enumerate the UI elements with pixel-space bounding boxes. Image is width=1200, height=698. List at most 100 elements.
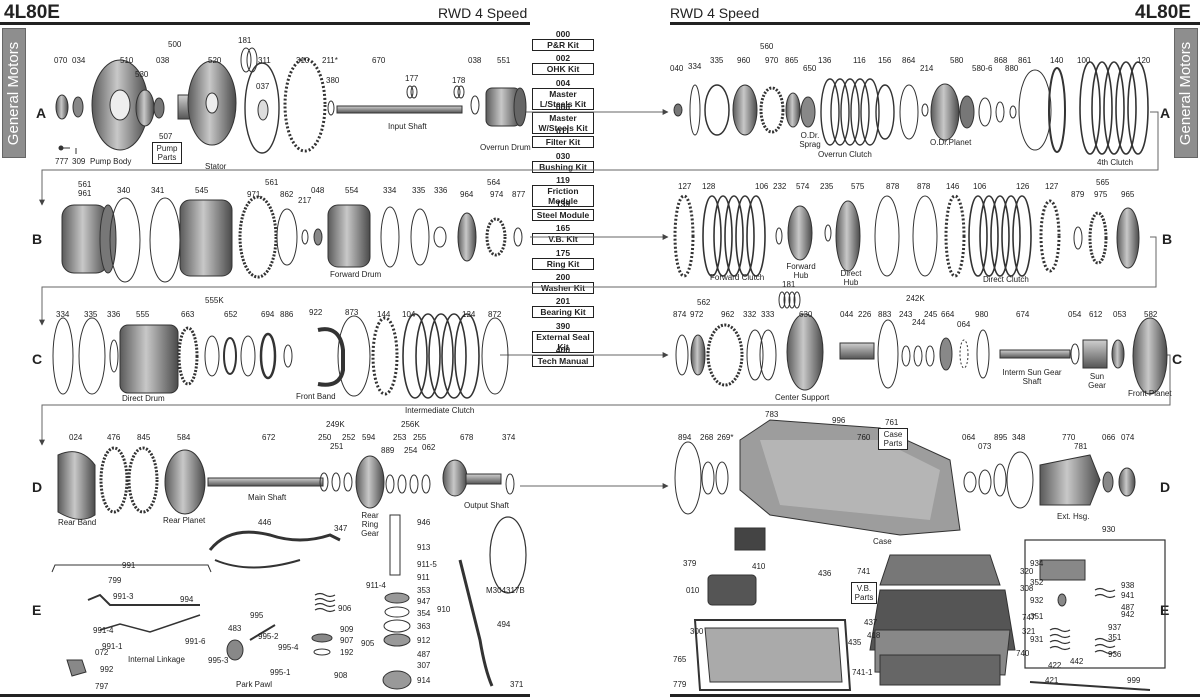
part-number: 310 bbox=[296, 56, 310, 65]
kit-label: Bearing Kit bbox=[532, 306, 594, 319]
part-number: 140 bbox=[1050, 56, 1064, 65]
kit-label: Friction Module bbox=[532, 184, 594, 207]
part-number: 038 bbox=[468, 56, 482, 65]
part-number: 487 bbox=[1121, 603, 1135, 612]
part-number: 995-4 bbox=[278, 643, 299, 652]
part-number: 446 bbox=[258, 518, 272, 527]
part-caption: 4th Clutch bbox=[1097, 158, 1134, 167]
part-number: 972 bbox=[690, 310, 704, 319]
part-number: 476 bbox=[107, 433, 121, 442]
part-number: 922 bbox=[309, 308, 323, 317]
vb-parts-box[interactable]: V.B. Parts bbox=[851, 582, 877, 604]
part-number: 555 bbox=[136, 310, 150, 319]
part-number: 877 bbox=[512, 190, 526, 199]
row-letter-b: B bbox=[32, 231, 43, 247]
part-number: 334 bbox=[383, 186, 397, 195]
part-number: 562 bbox=[697, 298, 711, 307]
case-parts-box[interactable]: Case Parts bbox=[878, 428, 908, 450]
row-letter-c-right: C bbox=[1172, 351, 1183, 367]
part-number: 861 bbox=[1018, 56, 1032, 65]
part-number: 878 bbox=[917, 182, 931, 191]
part-caption: Rear Band bbox=[58, 518, 97, 527]
part-number: M304317B bbox=[486, 586, 525, 595]
kit-number: 011 bbox=[556, 126, 570, 137]
part-number: 865 bbox=[785, 56, 799, 65]
part-number: 335 bbox=[710, 56, 724, 65]
part-number: 072 bbox=[95, 648, 109, 657]
part-number: 910 bbox=[437, 605, 451, 614]
part-number: 936 bbox=[1108, 650, 1122, 659]
part-number: 127 bbox=[1045, 182, 1059, 191]
part-number: 650 bbox=[803, 64, 817, 73]
row-e-left-parts bbox=[51, 514, 527, 690]
row-letter-a: A bbox=[36, 105, 47, 121]
pump-parts-box[interactable]: Pump Parts bbox=[152, 142, 182, 164]
part-number: 245 bbox=[924, 310, 938, 319]
part-number: 961 bbox=[78, 189, 92, 198]
part-number: 932 bbox=[1030, 596, 1044, 605]
part-number: 379 bbox=[683, 559, 697, 568]
part-number: 779 bbox=[673, 680, 687, 689]
part-number: 336 bbox=[107, 310, 121, 319]
part-number: 545 bbox=[195, 186, 209, 195]
part-number: 907 bbox=[340, 636, 354, 645]
part-number: 995-2 bbox=[258, 632, 279, 641]
part-caption: Forward Hub bbox=[786, 262, 816, 280]
part-number: 507 bbox=[159, 132, 173, 141]
part-number: 874 bbox=[673, 310, 687, 319]
part-number: 510 bbox=[120, 56, 134, 65]
part-number: 906 bbox=[338, 604, 352, 613]
part-number: 062 bbox=[422, 443, 436, 452]
part-number: 422 bbox=[1048, 661, 1062, 670]
kit-label: Master L/Steels Kit bbox=[532, 87, 594, 110]
part-number: 674 bbox=[1016, 310, 1030, 319]
kit-number: 200 bbox=[555, 272, 571, 282]
part-number: 353 bbox=[417, 586, 431, 595]
left-title: 4L80E bbox=[4, 2, 60, 23]
part-number: 564 bbox=[487, 178, 501, 187]
part-number: 995-3 bbox=[208, 656, 229, 665]
part-number: 410 bbox=[752, 562, 766, 571]
part-number: 991-3 bbox=[113, 592, 134, 601]
kit-label: Ring Kit bbox=[532, 257, 594, 270]
part-number: 352 bbox=[1030, 578, 1044, 587]
kit-number: 006 bbox=[555, 101, 571, 112]
part-number: 594 bbox=[362, 433, 376, 442]
part-number: 799 bbox=[108, 576, 122, 585]
part-number: 584 bbox=[177, 433, 191, 442]
part-number: 889 bbox=[381, 446, 395, 455]
row-b-right-parts bbox=[673, 194, 1140, 278]
part-number: 300 bbox=[690, 627, 704, 636]
part-number: 354 bbox=[417, 609, 431, 618]
part-number: 126 bbox=[1016, 182, 1030, 191]
left-subtitle: RWD 4 Speed bbox=[438, 5, 528, 21]
part-number: 156 bbox=[878, 56, 892, 65]
part-number: 048 bbox=[311, 186, 325, 195]
part-number: 177 bbox=[405, 74, 419, 83]
part-number: 334 bbox=[688, 62, 702, 71]
part-number: 250 bbox=[318, 433, 332, 442]
row-letter-e: E bbox=[32, 602, 42, 618]
part-number: 565 bbox=[1096, 178, 1110, 187]
part-number: 106 bbox=[973, 182, 987, 191]
kit-label: Washer Kit bbox=[532, 282, 594, 294]
part-number: 630 bbox=[799, 310, 813, 319]
right-title: 4L80E bbox=[1135, 2, 1191, 23]
part-number: 127 bbox=[678, 182, 692, 191]
part-number: 253 bbox=[393, 433, 407, 442]
part-number: 886 bbox=[280, 310, 294, 319]
part-number: 741 bbox=[857, 567, 871, 576]
